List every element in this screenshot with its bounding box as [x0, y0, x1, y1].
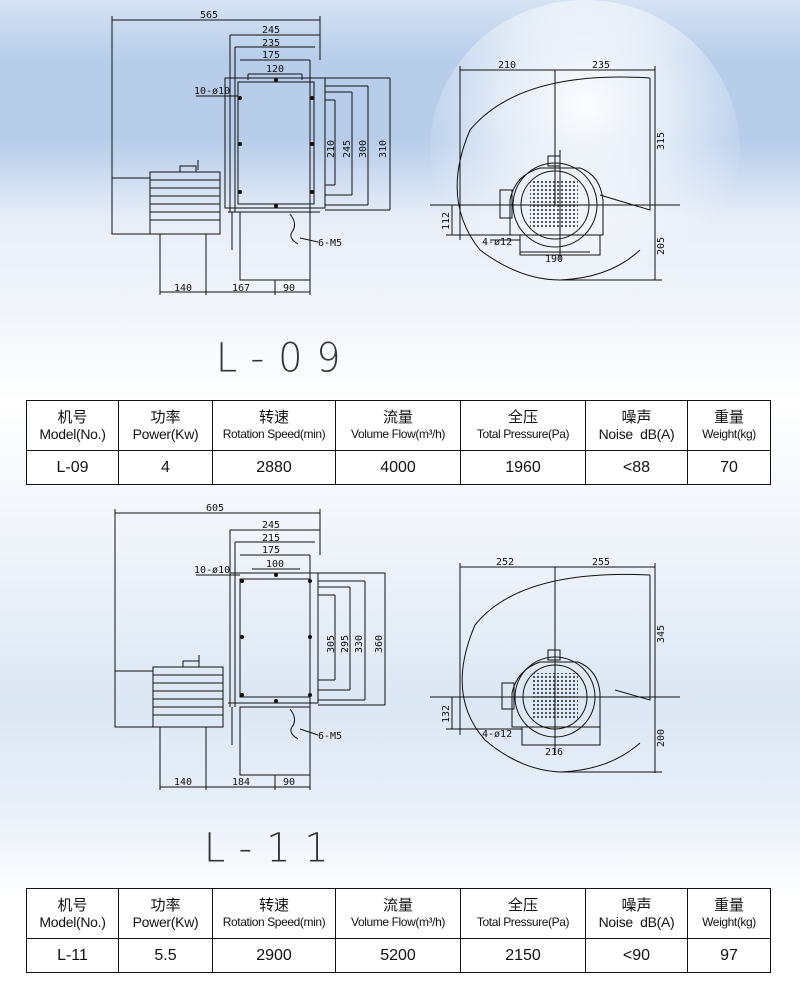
bolts-label: 4-ø12 [482, 237, 512, 248]
dim-bottom-b: 167 [232, 283, 250, 294]
background-glow [430, 0, 740, 300]
front-view-drawing-l11: 252 255 345 132 4-ø12 216 200 [430, 557, 680, 773]
dim-overall: 605 [206, 503, 224, 514]
screws-label: 6-M5 [318, 731, 342, 742]
holes-label: 10-ø10 [194, 565, 230, 576]
dim-height-a: 305 [326, 635, 337, 653]
spec-value-row: L-11 5.5 2900 5200 2150 <90 97 [26, 938, 771, 973]
value-noise: <88 [585, 450, 688, 485]
dim-height-d: 310 [378, 140, 389, 158]
front-dim-right: 235 [592, 60, 610, 71]
value-flow: 5200 [335, 938, 461, 973]
dim-height-c: 330 [354, 635, 365, 653]
screws-label: 6-M5 [318, 238, 342, 249]
front-dim-center: 200 [656, 729, 667, 747]
dim-width-c: 175 [262, 50, 280, 61]
spec-value-row: L-09 4 2880 4000 1960 <88 70 [26, 450, 771, 485]
side-view-drawing-l09: 565 245 235 175 120 10-ø10 210 245 300 3… [111, 10, 391, 295]
dim-height-a: 210 [326, 140, 337, 158]
front-dim-outlet: 345 [656, 625, 667, 643]
dim-width-b: 215 [262, 533, 280, 544]
model-title-l09: L-09 [216, 334, 355, 382]
front-dim-center: 205 [656, 237, 667, 255]
front-dim-right: 255 [592, 557, 610, 568]
value-weight: 97 [687, 938, 771, 973]
dim-height-b: 245 [342, 140, 353, 158]
dim-bottom-c: 90 [283, 283, 295, 294]
value-power: 5.5 [118, 938, 213, 973]
front-dim-shaft: 112 [441, 212, 452, 230]
dim-width-d: 100 [266, 559, 284, 570]
dim-height-b: 295 [340, 635, 351, 653]
dim-bottom-b: 184 [232, 777, 250, 788]
dim-bottom-a: 140 [174, 283, 192, 294]
holes-label: 10-ø10 [194, 86, 230, 97]
value-model: L-09 [26, 450, 119, 485]
value-flow: 4000 [335, 450, 461, 485]
value-pressure: 2150 [460, 938, 586, 973]
value-speed: 2900 [212, 938, 336, 973]
value-noise: <90 [585, 938, 688, 973]
dim-width-a: 245 [262, 25, 280, 36]
side-view-drawing-l11: 605 245 215 175 100 10-ø10 305 295 330 3… [114, 503, 386, 790]
model-title-l11: L-11 [204, 824, 343, 872]
dim-width-b: 235 [262, 38, 280, 49]
value-power: 4 [118, 450, 213, 485]
dim-width-d: 120 [266, 64, 284, 75]
dim-overall: 565 [200, 10, 218, 21]
dim-bottom-a: 140 [174, 777, 192, 788]
front-dim-outlet: 315 [656, 132, 667, 150]
front-dim-left: 252 [496, 557, 514, 568]
dim-height-c: 300 [358, 140, 369, 158]
front-dim-base: 190 [545, 254, 563, 265]
value-speed: 2880 [212, 450, 336, 485]
dim-width-a: 245 [262, 520, 280, 531]
front-view-drawing-l09: 210 235 315 112 4-ø12 190 205 [430, 60, 680, 281]
front-dim-shaft: 132 [441, 705, 452, 723]
dim-bottom-c: 90 [283, 777, 295, 788]
front-dim-left: 210 [498, 60, 516, 71]
value-pressure: 1960 [460, 450, 586, 485]
front-dim-base: 216 [545, 747, 563, 758]
bolts-label: 4-ø12 [482, 729, 512, 740]
value-model: L-11 [26, 938, 119, 973]
dim-height-d: 360 [374, 635, 385, 653]
dim-width-c: 175 [262, 545, 280, 556]
value-weight: 70 [687, 450, 771, 485]
